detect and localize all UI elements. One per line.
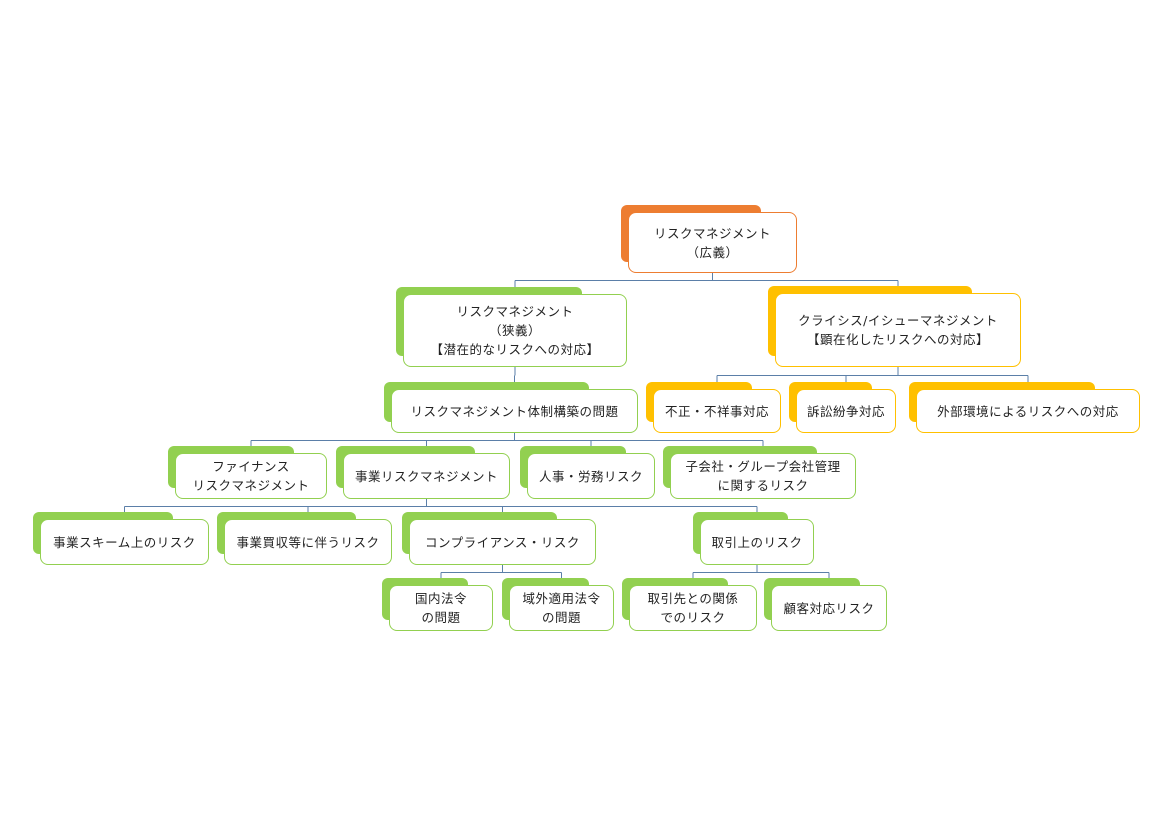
node-fraud-label: 不正・不祥事対応 (653, 389, 781, 433)
node-customer: 顧客対応リスク (764, 578, 887, 631)
node-scheme-label: 事業スキーム上のリスク (40, 519, 209, 565)
node-crisis-issue-management: クライシス/イシューマネジメント 【顕在化したリスクへの対応】 (768, 286, 1021, 367)
node-trade-label: 取引上のリスク (700, 519, 814, 565)
node-group-label: 子会社・グループ会社管理 に関するリスク (670, 453, 856, 499)
node-extraterritorial-law: 域外適用法令 の問題 (502, 578, 614, 631)
node-foreign-label: 域外適用法令 の問題 (509, 585, 614, 631)
node-business-risk: 事業リスクマネジメント (336, 446, 510, 499)
node-narrow-label: リスクマネジメント （狭義） 【潜在的なリスクへの対応】 (403, 294, 627, 367)
node-partner-relations: 取引先との関係 でのリスク (622, 578, 757, 631)
node-fraud-response: 不正・不祥事対応 (646, 382, 781, 433)
node-external-label: 外部環境によるリスクへの対応 (916, 389, 1140, 433)
node-system-building: リスクマネジメント体制構築の問題 (384, 382, 638, 433)
node-group-company: 子会社・グループ会社管理 に関するリスク (663, 446, 856, 499)
node-partner-label: 取引先との関係 でのリスク (629, 585, 757, 631)
node-dispute-response: 訴訟紛争対応 (789, 382, 896, 433)
node-ma-label: 事業買収等に伴うリスク (224, 519, 392, 565)
node-dispute-label: 訴訟紛争対応 (796, 389, 896, 433)
node-root-label: リスクマネジメント （広義） (628, 212, 797, 273)
node-hr-labor: 人事・労務リスク (520, 446, 655, 499)
node-finance: ファイナンス リスクマネジメント (168, 446, 327, 499)
node-customer-label: 顧客対応リスク (771, 585, 887, 631)
node-compliance-label: コンプライアンス・リスク (409, 519, 596, 565)
node-acquisition: 事業買収等に伴うリスク (217, 512, 392, 565)
node-compliance: コンプライアンス・リスク (402, 512, 596, 565)
node-risk-management-narrow: リスクマネジメント （狭義） 【潜在的なリスクへの対応】 (396, 287, 627, 367)
node-crisis-label: クライシス/イシューマネジメント 【顕在化したリスクへの対応】 (775, 293, 1021, 367)
node-business-label: 事業リスクマネジメント (343, 453, 510, 499)
node-hr-label: 人事・労務リスク (527, 453, 655, 499)
node-root: リスクマネジメント （広義） (621, 205, 797, 273)
node-finance-label: ファイナンス リスクマネジメント (175, 453, 327, 499)
node-external-environment: 外部環境によるリスクへの対応 (909, 382, 1140, 433)
node-domestic-law: 国内法令 の問題 (382, 578, 493, 631)
node-trade: 取引上のリスク (693, 512, 814, 565)
node-domestic-label: 国内法令 の問題 (389, 585, 493, 631)
node-business-scheme: 事業スキーム上のリスク (33, 512, 209, 565)
node-system-label: リスクマネジメント体制構築の問題 (391, 389, 638, 433)
